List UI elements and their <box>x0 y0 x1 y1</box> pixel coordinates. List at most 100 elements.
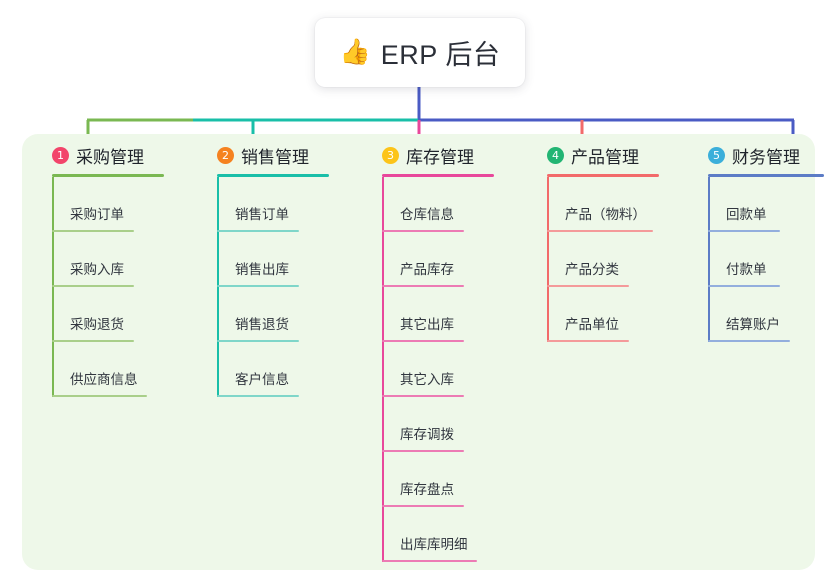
column-header-5[interactable]: 5 财务管理 <box>690 142 824 168</box>
column-children-4: 产品（物料） 产品分类产品单位 <box>529 177 659 342</box>
column-spine-1 <box>52 177 54 397</box>
tree-item-label: 产品单位 <box>565 317 619 332</box>
column-header-3[interactable]: 3 库存管理 <box>364 142 494 168</box>
tree-item-label: 采购订单 <box>70 207 124 222</box>
column-badge-1: 1 <box>52 146 69 164</box>
column-2: 2 销售管理销售订单销售出库销售退货客户信息 <box>199 142 329 397</box>
tree-item[interactable]: 付款单 <box>690 232 824 287</box>
tree-item-label: 产品分类 <box>565 262 619 277</box>
column-title-2: 销售管理 <box>241 147 309 167</box>
column-spine-4 <box>547 177 549 342</box>
tree-item[interactable]: 销售退货 <box>199 287 329 342</box>
tree-item-rule <box>382 340 464 342</box>
tree-item-rule <box>217 340 299 342</box>
tree-item[interactable]: 采购退货 <box>34 287 164 342</box>
tree-item[interactable]: 库存盘点 <box>364 452 494 507</box>
column-children-1: 采购订单采购入库采购退货供应商信息 <box>34 177 164 397</box>
column-spine-3 <box>382 177 384 562</box>
column-children-2: 销售订单销售出库销售退货客户信息 <box>199 177 329 397</box>
tree-item-label: 销售订单 <box>235 207 289 222</box>
root-node[interactable]: 👍 ERP 后台 <box>315 18 525 87</box>
tree-item[interactable]: 销售订单 <box>199 177 329 232</box>
column-header-1[interactable]: 1 采购管理 <box>34 142 164 168</box>
tree-item-rule <box>382 230 464 232</box>
column-badge-3: 3 <box>382 146 399 164</box>
tree-item-label: 出库库明细 <box>400 537 468 552</box>
column-header-rule-5 <box>708 174 824 177</box>
tree-item-label: 供应商信息 <box>70 372 138 387</box>
tree-item-rule <box>52 285 134 287</box>
tree-item[interactable]: 采购订单 <box>34 177 164 232</box>
tree-item[interactable]: 产品库存 <box>364 232 494 287</box>
tree-item-rule <box>382 560 477 562</box>
column-header-rule-3 <box>382 174 494 177</box>
tree-item-rule <box>52 395 147 397</box>
tree-item[interactable]: 产品（物料） <box>529 177 659 232</box>
tree-item-label: 客户信息 <box>235 372 289 387</box>
tree-item-rule <box>382 285 464 287</box>
column-children-3: 仓库信息产品库存其它出库其它入库库存调拨库存盘点出库库明细 <box>364 177 494 562</box>
column-badge-5: 5 <box>708 146 725 164</box>
tree-item-label: 销售退货 <box>235 317 289 332</box>
tree-item[interactable]: 销售出库 <box>199 232 329 287</box>
tree-item-rule <box>708 340 790 342</box>
column-children-5: 回款单付款单结算账户 <box>690 177 824 342</box>
tree-item-rule <box>708 230 780 232</box>
column-3: 3 库存管理仓库信息产品库存其它出库其它入库库存调拨库存盘点出库库明细 <box>364 142 494 562</box>
tree-item-rule <box>52 230 134 232</box>
tree-item-label: 其它入库 <box>400 372 454 387</box>
tree-item-rule <box>217 395 299 397</box>
column-header-rule-2 <box>217 174 329 177</box>
tree-item[interactable]: 采购入库 <box>34 232 164 287</box>
column-title-4: 产品管理 <box>571 147 639 167</box>
column-badge-2: 2 <box>217 146 234 164</box>
tree-item[interactable]: 回款单 <box>690 177 824 232</box>
tree-item-label: 其它出库 <box>400 317 454 332</box>
tree-item-label: 产品库存 <box>400 262 454 277</box>
tree-item[interactable]: 仓库信息 <box>364 177 494 232</box>
tree-item-rule <box>52 340 134 342</box>
tree-item-rule <box>217 285 299 287</box>
column-title-5: 财务管理 <box>732 147 800 167</box>
tree-item-rule <box>708 285 780 287</box>
tree-item-rule <box>547 340 629 342</box>
tree-item-rule <box>547 285 629 287</box>
tree-item-label: 回款单 <box>726 207 767 222</box>
tree-item[interactable]: 结算账户 <box>690 287 824 342</box>
column-1: 1 采购管理采购订单采购入库采购退货供应商信息 <box>34 142 164 397</box>
column-header-2[interactable]: 2 销售管理 <box>199 142 329 168</box>
tree-item[interactable]: 产品单位 <box>529 287 659 342</box>
column-title-3: 库存管理 <box>406 147 474 167</box>
tree-item-label: 库存调拨 <box>400 427 454 442</box>
tree-item-label: 库存盘点 <box>400 482 454 497</box>
tree-item-label: 销售出库 <box>235 262 289 277</box>
column-header-rule-1 <box>52 174 164 177</box>
tree-item[interactable]: 客户信息 <box>199 342 329 397</box>
tree-item[interactable]: 产品分类 <box>529 232 659 287</box>
column-badge-4: 4 <box>547 146 564 164</box>
tree-item[interactable]: 出库库明细 <box>364 507 494 562</box>
tree-item-label: 付款单 <box>726 262 767 277</box>
column-5: 5 财务管理回款单付款单结算账户 <box>690 142 824 342</box>
tree-item[interactable]: 供应商信息 <box>34 342 164 397</box>
tree-item-label: 产品（物料） <box>565 207 646 222</box>
tree-item-label: 采购入库 <box>70 262 124 277</box>
column-spine-5 <box>708 177 710 342</box>
tree-item-label: 仓库信息 <box>400 207 454 222</box>
tree-item-rule <box>382 505 464 507</box>
tree-item[interactable]: 其它出库 <box>364 287 494 342</box>
column-header-rule-4 <box>547 174 659 177</box>
tree-item-rule <box>547 230 653 232</box>
tree-item[interactable]: 其它入库 <box>364 342 494 397</box>
column-spine-2 <box>217 177 219 397</box>
column-4: 4 产品管理产品（物料） 产品分类产品单位 <box>529 142 659 342</box>
tree-item-rule <box>217 230 299 232</box>
thumbs-up-icon: 👍 <box>339 38 371 66</box>
column-header-4[interactable]: 4 产品管理 <box>529 142 659 168</box>
tree-item-label: 结算账户 <box>726 317 780 332</box>
column-title-1: 采购管理 <box>76 147 144 167</box>
tree-item-rule <box>382 450 464 452</box>
tree-item[interactable]: 库存调拨 <box>364 397 494 452</box>
tree-item-label: 采购退货 <box>70 317 124 332</box>
